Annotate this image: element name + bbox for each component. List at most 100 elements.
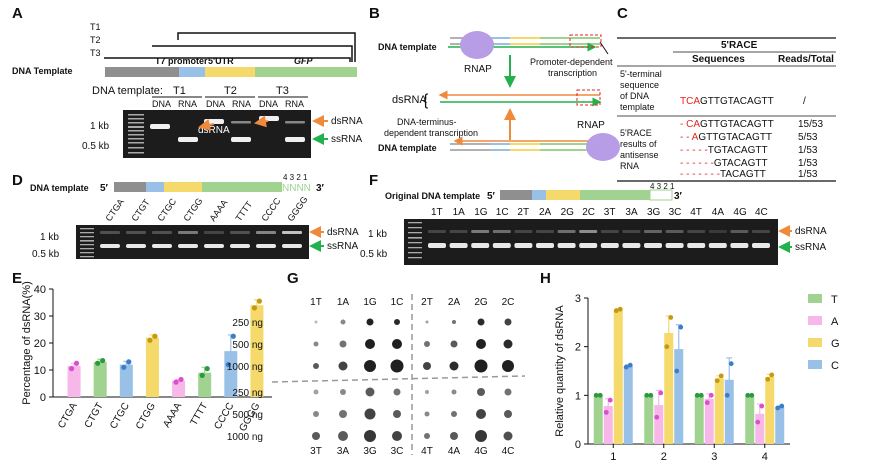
g-bottom-col-label: 4G xyxy=(474,446,488,457)
h-point xyxy=(658,390,664,396)
g-dot xyxy=(313,341,319,347)
g-dot xyxy=(424,411,430,417)
e-y-tick-label: 10 xyxy=(34,365,46,377)
b-dsrna-label: dsRNA xyxy=(392,94,428,106)
c-row-1: - CAGTTGTACAGTT xyxy=(680,119,774,130)
panel-label-b: B xyxy=(369,5,380,22)
c-row-3: - - - - -TGTACAGTT xyxy=(680,145,768,156)
g-dot xyxy=(503,431,513,441)
h-y-tick-label: 0 xyxy=(575,439,581,451)
f-lane-label: 3C xyxy=(669,207,682,218)
f-template-label: Original DNA template xyxy=(385,191,480,201)
g-dot xyxy=(390,359,404,373)
g-dot xyxy=(504,318,512,326)
h-point xyxy=(749,392,755,398)
e-y-tick-label: 30 xyxy=(34,311,46,323)
h-point xyxy=(678,324,684,330)
d-ds-band xyxy=(152,231,172,234)
f-ss-band xyxy=(536,243,554,248)
d-lane-label: GGGG xyxy=(285,194,309,223)
h-x-tick-label: 2 xyxy=(661,451,667,463)
panel-label-f: F xyxy=(369,172,378,189)
g-dot xyxy=(452,320,456,324)
g-dot xyxy=(424,341,430,347)
h-bar xyxy=(664,333,674,444)
g-dot xyxy=(314,320,318,324)
h-point xyxy=(769,372,775,378)
d-seg-green xyxy=(202,182,282,192)
gel-a-dsrna-label: dsRNA xyxy=(331,116,363,127)
e-y-tick-label: 0 xyxy=(40,392,46,404)
h-point xyxy=(694,392,700,398)
h-point xyxy=(765,376,771,382)
g-dot xyxy=(392,431,402,441)
e-point xyxy=(199,372,205,378)
d-ss-band xyxy=(282,244,302,248)
c-terminal-4: template xyxy=(620,102,655,112)
g-dot xyxy=(450,340,458,348)
panel-label-e: E xyxy=(12,270,22,287)
e-point xyxy=(173,379,179,385)
f-ds-band xyxy=(579,230,598,233)
f-ds-band xyxy=(514,230,533,233)
g-horizontal-divider xyxy=(271,375,526,383)
panel-label-d: D xyxy=(12,172,23,189)
e-x-tick-label: CTGG xyxy=(134,401,158,432)
g-bottom-col-label: 3C xyxy=(391,446,404,457)
gel-d-ssrna-label: ssRNA xyxy=(327,241,358,252)
h-point xyxy=(775,405,781,411)
f-seg-end xyxy=(649,189,673,201)
f-lane-label: 2A xyxy=(539,207,552,218)
f-lane-label: 4C xyxy=(755,207,768,218)
h-legend-swatch xyxy=(808,316,822,325)
b-mid-dashbox xyxy=(576,89,601,106)
f-ss-band xyxy=(557,243,576,248)
f-ss-band xyxy=(708,243,727,248)
f-seg-yellow xyxy=(546,190,580,200)
d-seg-yellow xyxy=(164,182,202,192)
utr-label: 5'UTR xyxy=(208,56,234,66)
f-five: 5′ xyxy=(487,191,496,202)
g-bottom-col-label: 3G xyxy=(363,446,377,457)
h-point xyxy=(668,315,674,320)
f-ss-band xyxy=(622,243,641,248)
g-dot xyxy=(475,430,487,442)
h-point xyxy=(613,308,619,314)
g-row-label: 250 ng xyxy=(232,388,263,399)
f-ds-band xyxy=(644,230,662,233)
e-x-tick-label: AAAA xyxy=(161,401,184,430)
f-ss-band xyxy=(752,243,770,248)
gel-f xyxy=(404,219,778,265)
f-ss-band xyxy=(492,243,511,248)
h-point xyxy=(755,419,761,425)
g-bottom-col-label: 4T xyxy=(421,446,433,457)
h-point xyxy=(728,361,734,367)
g-dot xyxy=(393,388,401,396)
h-point xyxy=(654,414,660,420)
h-y-tick-label: 3 xyxy=(575,293,581,305)
h-bar xyxy=(593,395,603,444)
h-bar xyxy=(654,405,664,444)
d-nums: 4 3 2 1 xyxy=(283,173,308,182)
lane-rna-1: RNA xyxy=(178,99,197,109)
c-race-3: antisense xyxy=(620,150,659,160)
f-ds-band xyxy=(600,230,619,233)
h-y-tick-label: 1 xyxy=(575,390,581,402)
g-dot xyxy=(392,339,402,349)
g-bottom-col-label: 4C xyxy=(502,446,515,457)
c-terminal-1: 5'-terminal xyxy=(620,69,662,79)
seg-yellow xyxy=(205,67,255,77)
h-point xyxy=(597,392,603,398)
c-terminal-red: TCA xyxy=(680,96,700,107)
f-seg-green xyxy=(580,190,650,200)
g-dot xyxy=(451,411,457,417)
g-top-col-label: 1A xyxy=(337,297,350,308)
g-dot xyxy=(340,319,346,325)
e-point xyxy=(225,362,231,368)
d-five: 5′ xyxy=(100,183,109,194)
h-bar xyxy=(603,406,613,444)
h-bar xyxy=(674,349,684,444)
h-bar xyxy=(613,310,623,444)
